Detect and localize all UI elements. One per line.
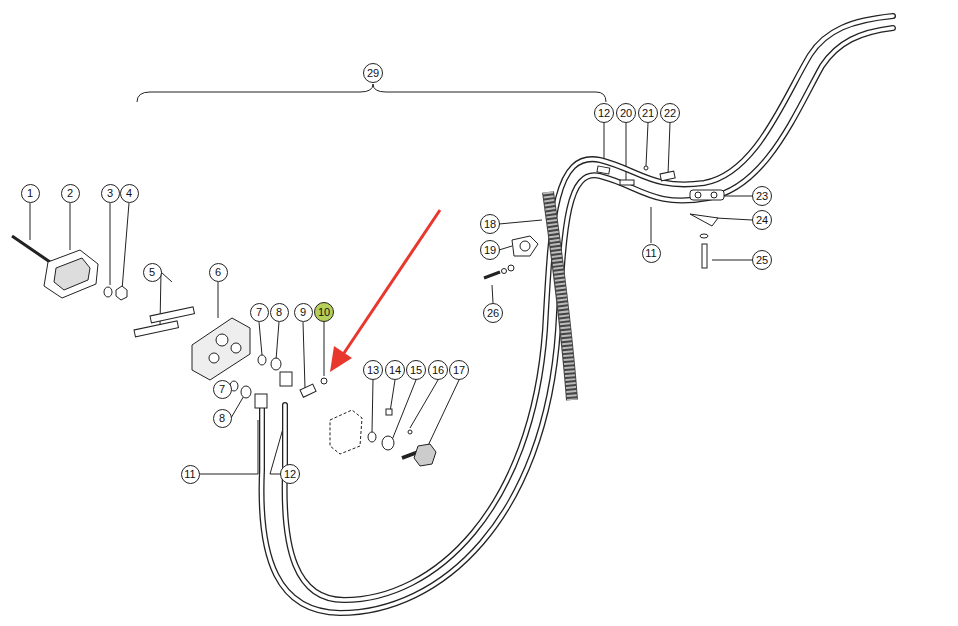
callout-number: 4 — [126, 188, 132, 199]
callout-number: 20 — [620, 108, 632, 119]
callout-circle: 15 — [406, 360, 426, 380]
callout-circle: 21 — [638, 103, 658, 123]
callout-number: 8 — [219, 413, 225, 424]
callout-circle: 24 — [752, 210, 772, 230]
callout-circle: 12 — [280, 464, 300, 484]
callout-circle: 11 — [181, 465, 200, 484]
callout-number: 6 — [215, 267, 221, 278]
callout-circle: 8 — [213, 409, 232, 428]
callout-number: 8 — [276, 307, 282, 318]
callout-number: 12 — [284, 469, 296, 480]
callout-circle: 22 — [660, 103, 680, 123]
callout-circle: 2 — [61, 184, 80, 203]
callout-number: 15 — [410, 365, 422, 376]
callout-circle: 7 — [213, 380, 232, 399]
callout-circle: 23 — [752, 186, 772, 206]
callout-number: 14 — [389, 365, 401, 376]
callout-circle: 8 — [270, 303, 289, 322]
callout-number: 23 — [756, 191, 768, 202]
callout-circle: 25 — [752, 250, 772, 270]
callout-circle: 6 — [209, 263, 228, 282]
callout-circle: 4 — [120, 184, 139, 203]
callout-circle: 11 — [642, 244, 661, 263]
callout-circle: 29 — [363, 63, 383, 83]
callout-circle: 3 — [101, 184, 120, 203]
callout-circle: 1 — [21, 184, 40, 203]
callout-number: 12 — [598, 108, 610, 119]
callout-number: 5 — [149, 267, 155, 278]
callout-number: 19 — [484, 245, 496, 256]
callout-number: 10 — [318, 307, 330, 318]
callout-circle: 17 — [449, 360, 469, 380]
callout-number: 18 — [484, 219, 496, 230]
callout-circle: 5 — [143, 263, 162, 282]
callout-circle: 9 — [294, 303, 313, 322]
callout-number: 11 — [645, 248, 656, 259]
callout-circle: 14 — [385, 360, 405, 380]
callout-number: 25 — [756, 255, 768, 266]
callout-circle: 7 — [250, 303, 269, 322]
callout-number: 26 — [487, 308, 499, 319]
callout-circle: 19 — [480, 240, 500, 260]
callout-circle: 12 — [594, 103, 614, 123]
callout-number: 7 — [256, 307, 262, 318]
callout-circle: 20 — [616, 103, 636, 123]
callout-number: 3 — [107, 188, 113, 199]
callout-circle: 10 — [314, 302, 334, 322]
callout-circle: 13 — [363, 360, 383, 380]
callout-number: 24 — [756, 215, 768, 226]
callout-number: 21 — [642, 108, 654, 119]
callout-number: 1 — [27, 188, 33, 199]
callout-number: 29 — [367, 68, 379, 79]
callout-circle: 16 — [428, 360, 448, 380]
callout-number: 16 — [432, 365, 444, 376]
callout-number: 7 — [219, 384, 225, 395]
callout-number: 9 — [300, 307, 306, 318]
callout-circle: 18 — [480, 214, 500, 234]
callout-number: 11 — [184, 469, 195, 480]
callout-number: 13 — [367, 365, 379, 376]
callout-number: 22 — [664, 108, 676, 119]
callout-number: 2 — [67, 188, 73, 199]
callout-circle: 26 — [483, 303, 503, 323]
callout-number: 17 — [453, 365, 465, 376]
